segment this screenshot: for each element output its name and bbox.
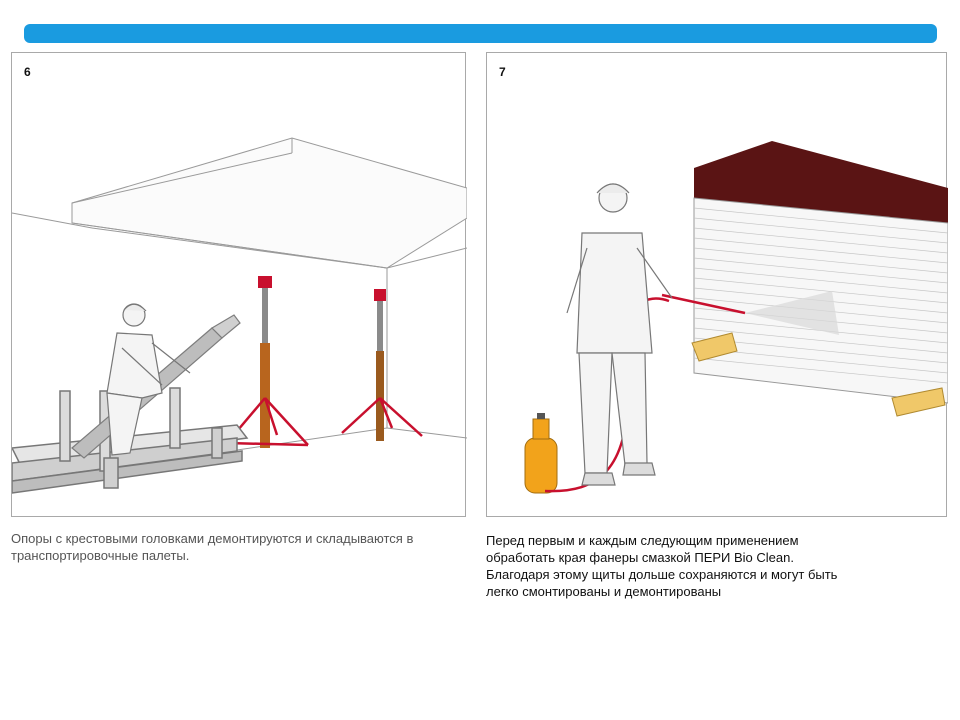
step-7-caption-line: Перед первым и каждым следующим применен… xyxy=(486,533,799,548)
step-7-caption-line: Благодаря этому щиты дольше сохраняются … xyxy=(486,567,838,582)
step-7-caption-line: легко смонтированы и демонтированы xyxy=(486,584,722,599)
spray-tank xyxy=(524,413,558,494)
worker-7 xyxy=(566,183,673,486)
step-7-panel: 7 xyxy=(486,52,948,517)
step-7-illustration xyxy=(524,141,948,494)
step-7-number: 7 xyxy=(499,65,506,79)
header-bar xyxy=(24,24,937,43)
step-7-caption-line: обработать края фанеры смазкой ПЕРИ Bio … xyxy=(486,550,794,565)
plywood-stack xyxy=(693,141,948,404)
step-6-number: 6 xyxy=(24,65,31,79)
spray-mist xyxy=(745,291,839,335)
step-7-caption: Перед первым и каждым следующим применен… xyxy=(486,532,946,600)
worker-6 xyxy=(106,303,191,456)
prop-2 xyxy=(341,289,423,441)
step-6-illustration xyxy=(12,137,467,494)
step-6-panel: 6 xyxy=(11,52,467,517)
step-6-caption: Опоры с крестовыми головками демонтируют… xyxy=(11,531,414,563)
prop-1 xyxy=(226,276,309,448)
